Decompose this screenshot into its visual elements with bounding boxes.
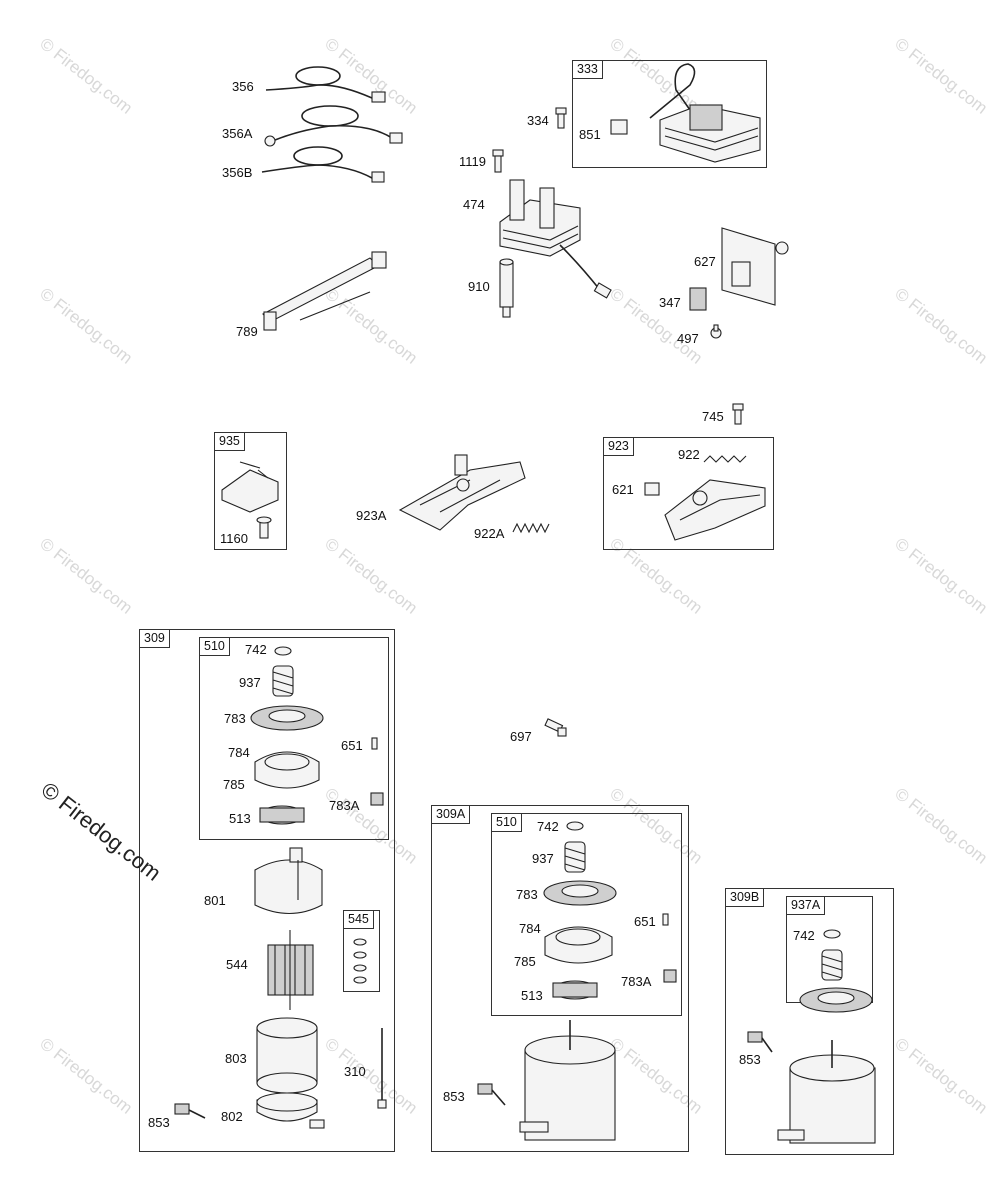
kit-box-545: 545 bbox=[343, 910, 380, 992]
label-783A: 783A bbox=[329, 798, 360, 813]
label-789: 789 bbox=[236, 324, 258, 339]
kit-label-510A: 510 bbox=[492, 814, 522, 832]
label-474: 474 bbox=[463, 197, 485, 212]
bracket-923A-drawing bbox=[398, 454, 526, 531]
housing-803-drawing bbox=[256, 1017, 318, 1094]
kit-label-937A: 937A bbox=[787, 897, 826, 915]
bolt-310-drawing bbox=[377, 1028, 387, 1109]
bracket-923-drawing bbox=[644, 455, 766, 541]
label-356: 356 bbox=[232, 79, 254, 94]
kit-label-309B: 309B bbox=[726, 889, 765, 907]
label-783A: 783A bbox=[621, 974, 652, 989]
kit-label-333: 333 bbox=[573, 61, 603, 79]
spacer-910-drawing bbox=[499, 258, 514, 318]
label-784: 784 bbox=[228, 745, 250, 760]
label-651: 651 bbox=[634, 914, 656, 929]
label-745: 745 bbox=[702, 409, 724, 424]
kit-label-935: 935 bbox=[215, 433, 245, 451]
label-651: 651 bbox=[341, 738, 363, 753]
label-1119: 1119 bbox=[459, 154, 486, 169]
kit-box-510: 510 bbox=[199, 637, 389, 840]
label-334: 334 bbox=[527, 113, 549, 128]
kit-box-937A: 937A bbox=[786, 896, 873, 1003]
label-851: 851 bbox=[579, 127, 601, 142]
label-937: 937 bbox=[239, 675, 261, 690]
label-356B: 356B bbox=[222, 165, 253, 180]
wire-356B-drawing bbox=[261, 146, 385, 183]
kit-label-510: 510 bbox=[200, 638, 230, 656]
kit-label-923: 923 bbox=[604, 438, 634, 456]
connector-853-drawing bbox=[174, 1103, 206, 1119]
kit-box-333: 333 bbox=[572, 60, 767, 168]
label-513: 513 bbox=[521, 988, 543, 1003]
washers-545-drawing bbox=[353, 938, 367, 984]
kit-box-923: 923 bbox=[603, 437, 774, 550]
label-497: 497 bbox=[677, 331, 699, 346]
label-853: 853 bbox=[739, 1052, 761, 1067]
label-742: 742 bbox=[793, 928, 815, 943]
label-923A: 923A bbox=[356, 508, 387, 523]
bracket-935-drawing bbox=[221, 461, 279, 539]
label-801: 801 bbox=[204, 893, 226, 908]
motor-309A-drawing bbox=[519, 1020, 616, 1141]
label-783: 783 bbox=[224, 711, 246, 726]
kit-box-510A: 510 bbox=[491, 813, 682, 1016]
label-802: 802 bbox=[221, 1109, 243, 1124]
label-544: 544 bbox=[226, 957, 248, 972]
kit-box-309B: 309B bbox=[725, 888, 894, 1155]
armature-474-drawing bbox=[499, 179, 612, 299]
kit-box-309: 309 bbox=[139, 629, 395, 1152]
kit-label-309A: 309A bbox=[432, 806, 471, 824]
wire-789-drawing bbox=[262, 251, 387, 331]
connector-853A-drawing bbox=[477, 1083, 506, 1106]
part-347-drawing bbox=[689, 287, 707, 311]
spring-922A-drawing bbox=[512, 522, 550, 534]
label-853: 853 bbox=[148, 1115, 170, 1130]
label-621: 621 bbox=[612, 482, 634, 497]
kit-510-drawing bbox=[250, 646, 384, 825]
connector-853B-drawing bbox=[747, 1031, 773, 1053]
armature-544-drawing bbox=[267, 930, 314, 1010]
kit-box-935: 935 bbox=[214, 432, 287, 550]
label-513: 513 bbox=[229, 811, 251, 826]
screw-497-drawing bbox=[710, 324, 722, 339]
kit-label-545: 545 bbox=[344, 911, 374, 929]
kit-box-309A: 309A bbox=[431, 805, 689, 1152]
wire-356A-drawing bbox=[264, 105, 403, 147]
label-910: 910 bbox=[468, 279, 490, 294]
screw-334-drawing bbox=[555, 107, 567, 129]
label-356A: 356A bbox=[222, 126, 253, 141]
label-742: 742 bbox=[537, 819, 559, 834]
label-697: 697 bbox=[510, 729, 532, 744]
label-922: 922 bbox=[678, 447, 700, 462]
label-627: 627 bbox=[694, 254, 716, 269]
kit-510A-drawing bbox=[543, 821, 677, 1000]
label-1160: 1160 bbox=[220, 531, 248, 546]
label-784: 784 bbox=[519, 921, 541, 936]
label-853: 853 bbox=[443, 1089, 465, 1104]
coil-333-drawing bbox=[610, 63, 761, 163]
wire-356-drawing bbox=[265, 66, 386, 103]
label-785: 785 bbox=[223, 777, 245, 792]
label-783: 783 bbox=[516, 887, 538, 902]
label-803: 803 bbox=[225, 1051, 247, 1066]
endcap-802-drawing bbox=[256, 1092, 325, 1129]
endcap-801-drawing bbox=[254, 847, 323, 914]
screw-697-drawing bbox=[544, 718, 567, 737]
label-310: 310 bbox=[344, 1064, 366, 1079]
screw-745-drawing bbox=[732, 403, 744, 425]
label-742: 742 bbox=[245, 642, 267, 657]
screw-1119-drawing bbox=[492, 149, 504, 173]
kit-label-309: 309 bbox=[140, 630, 170, 648]
kit-937A-drawing bbox=[799, 929, 873, 1013]
label-922A: 922A bbox=[474, 526, 505, 541]
plate-627-drawing bbox=[721, 227, 789, 306]
label-347: 347 bbox=[659, 295, 681, 310]
label-785: 785 bbox=[514, 954, 536, 969]
label-937: 937 bbox=[532, 851, 554, 866]
motor-309B-drawing bbox=[777, 1040, 876, 1144]
